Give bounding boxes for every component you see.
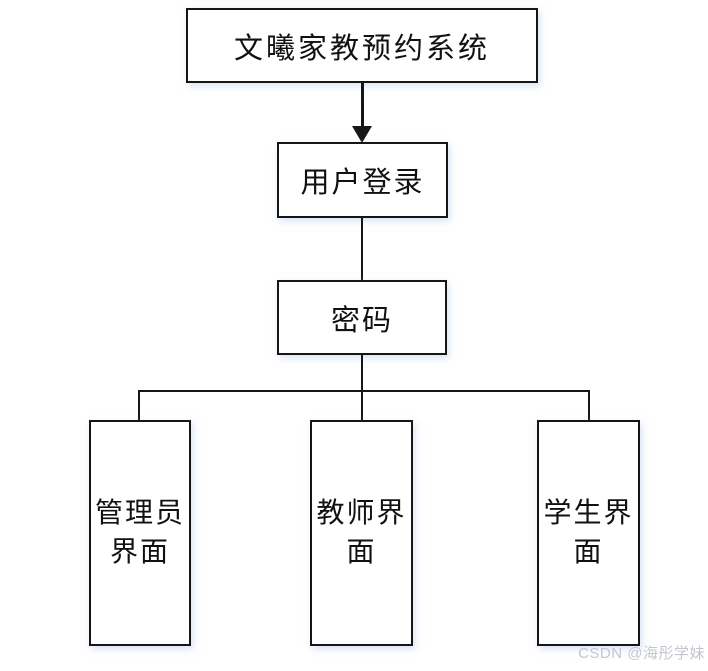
- connector-password-down-line: [361, 355, 363, 391]
- node-admin-interface: 管理员界面: [89, 420, 191, 646]
- node-password-label: 密码: [330, 302, 393, 337]
- branch-drop-line-student: [588, 390, 590, 420]
- node-student-interface: 学生界面: [537, 420, 640, 646]
- arrow-down-icon: [352, 126, 372, 143]
- branch-drop-line-admin: [138, 390, 140, 420]
- node-admin-interface-label: 管理员界面: [95, 496, 186, 568]
- connector-root-to-login-line: [361, 83, 364, 128]
- csdn-watermark: CSDN @海彤学妹: [578, 645, 705, 662]
- node-password: 密码: [277, 280, 447, 355]
- node-system-root-label: 文曦家教预约系统: [233, 30, 490, 65]
- node-user-login: 用户登录: [277, 142, 448, 218]
- node-teacher-interface: 教师界面: [310, 420, 413, 646]
- node-teacher-interface-label: 教师界面: [316, 496, 407, 568]
- branch-horizontal-line: [138, 390, 590, 392]
- connector-login-to-password-line: [361, 218, 363, 280]
- node-student-interface-label: 学生界面: [543, 496, 634, 568]
- branch-drop-line-teacher: [361, 390, 363, 420]
- node-system-root: 文曦家教预约系统: [186, 8, 538, 83]
- node-user-login-label: 用户登录: [300, 165, 425, 199]
